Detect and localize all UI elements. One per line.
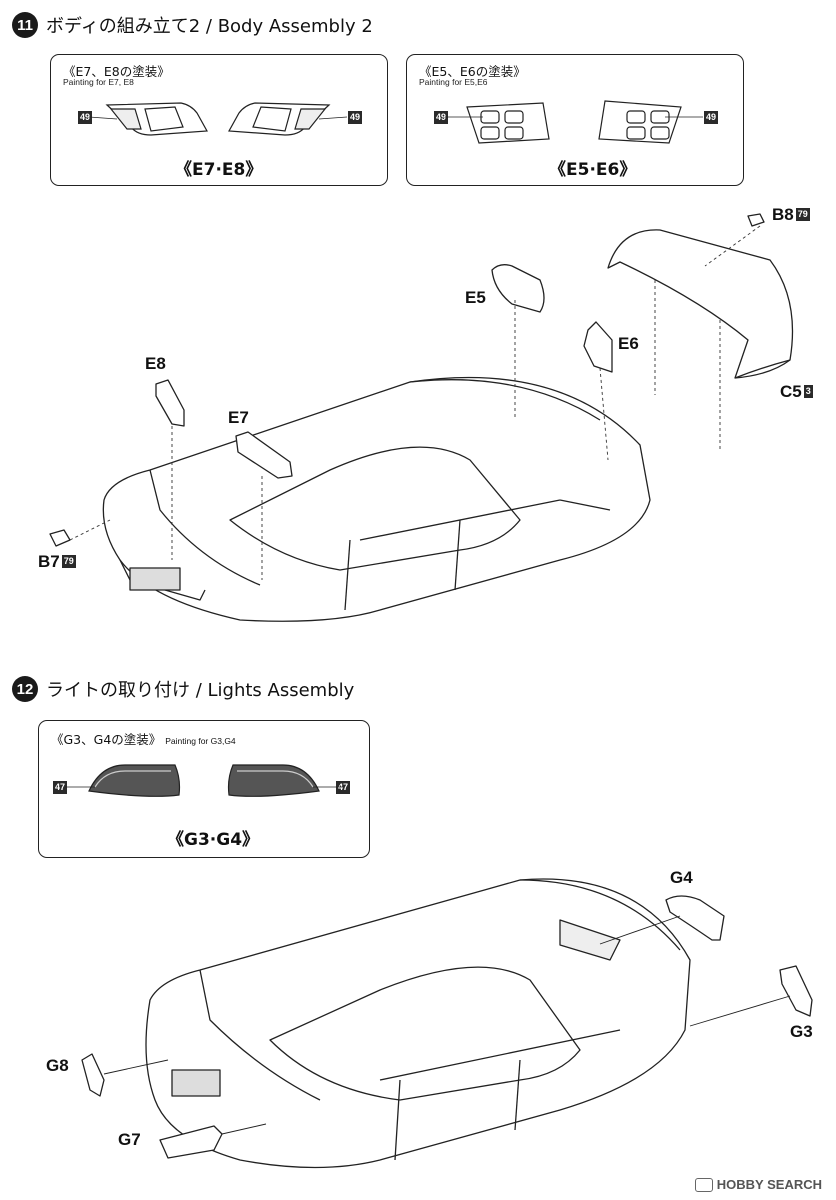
- part-label-g8: G8: [46, 1056, 69, 1075]
- painting-panel-e7-e8: 《E7、E8の塗装》 Painting for E7, E8 49 49 《E7…: [50, 54, 388, 186]
- paint-badge: 49: [704, 111, 719, 124]
- watermark: HOBBY SEARCH: [694, 1177, 822, 1192]
- panel-subtitle: Painting for E7, E8: [63, 77, 134, 87]
- headlight-illustration: [65, 764, 343, 797]
- painting-panel-e5-e6: 《E5、E6の塗装》 Painting for E5,E6 49 49 《E5·…: [406, 54, 744, 186]
- panel-title: 《G3、G4の塗装》 Painting for G3,G4: [51, 732, 236, 747]
- paint-badge: 49: [348, 111, 363, 124]
- step-number-12: 12: [12, 676, 38, 702]
- step-11-title: ボディの組み立て2 / Body Assembly 2: [46, 16, 373, 37]
- panel-subtitle: Painting for E5,E6: [419, 77, 488, 87]
- paint-badge: 47: [53, 781, 68, 794]
- part-label-g7: G7: [118, 1130, 141, 1149]
- tail-lamp-illustration: [88, 102, 348, 136]
- rear-lamp-illustration: [445, 100, 703, 144]
- part-label-e5: E5: [465, 288, 486, 307]
- step-number-11: 11: [12, 12, 38, 38]
- panel-part-label: 《E7·E8》: [175, 160, 263, 180]
- paint-badge: 47: [336, 781, 351, 794]
- paint-badge: 49: [78, 111, 93, 124]
- step-12-header: 12 ライトの取り付け / Lights Assembly: [12, 676, 354, 702]
- brand-name: HOBBY SEARCH: [716, 1177, 822, 1192]
- paint-badge: 49: [434, 111, 449, 124]
- step-11-header: 11 ボディの組み立て2 / Body Assembly 2: [12, 12, 373, 38]
- brand-logo-icon: [694, 1177, 713, 1192]
- part-label-g3: G3: [790, 1022, 813, 1041]
- step-12-title: ライトの取り付け / Lights Assembly: [46, 680, 355, 701]
- part-label-e8: E8: [145, 354, 166, 373]
- part-label-e6: E6: [618, 334, 639, 353]
- part-label-g4: G4: [670, 868, 693, 887]
- panel-title: 《E5、E6の塗装》: [419, 64, 526, 79]
- panel-part-label: 《G3·G4》: [167, 830, 260, 850]
- painting-panel-g3-g4: 《G3、G4の塗装》 Painting for G3,G4 47 47 《G3·…: [38, 720, 370, 858]
- panel-part-label: 《E5·E6》: [549, 160, 637, 180]
- panel-title: 《E7、E8の塗装》: [63, 64, 170, 79]
- part-label-e7: E7: [228, 408, 249, 427]
